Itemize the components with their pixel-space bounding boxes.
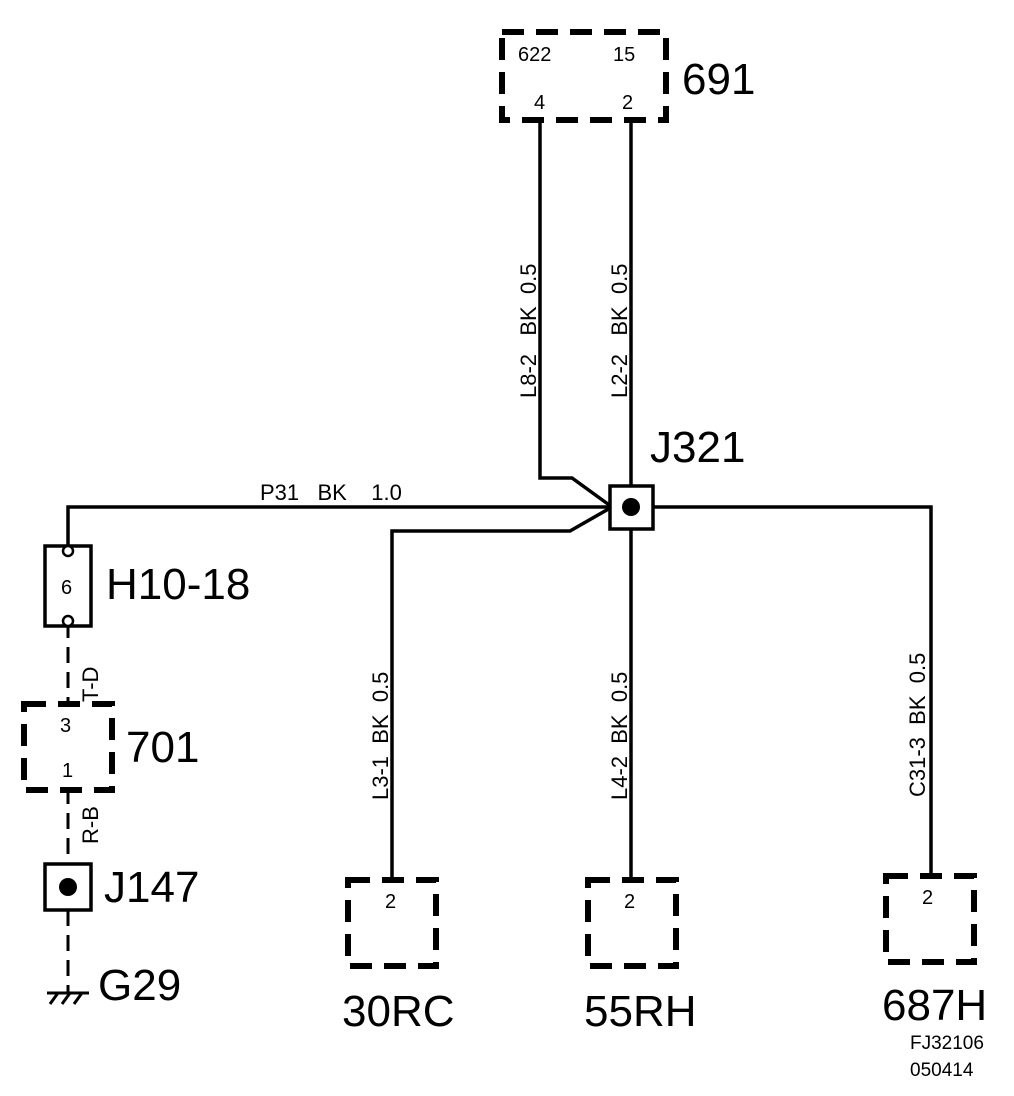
inline-connector-h10-18: 6 H10-18 bbox=[43, 544, 250, 628]
ground-icon bbox=[47, 991, 89, 1005]
connector-55rh-label: 55RH bbox=[584, 987, 697, 1036]
wire-label-l3-1: L3-1 BK 0.5 bbox=[368, 672, 393, 800]
figure-date: 050414 bbox=[910, 1060, 974, 1081]
connector-30rc: 2 30RC bbox=[342, 877, 455, 1036]
connector-55rh-pin-2: 2 bbox=[624, 891, 635, 913]
connector-701: 3 1 701 bbox=[21, 701, 199, 793]
connector-691-pin-2: 2 bbox=[622, 92, 633, 114]
wire-label-l4-2: L4-2 BK 0.5 bbox=[607, 672, 632, 800]
ground-g29: G29 bbox=[47, 961, 181, 1010]
splice-j147-label: J147 bbox=[104, 863, 199, 912]
splice-j147: J147 bbox=[43, 862, 199, 912]
connector-687h: 2 687H bbox=[882, 873, 987, 1030]
wire-l3-1 bbox=[390, 505, 613, 880]
wire-c31-3 bbox=[652, 505, 933, 876]
figure-code: FJ32106 bbox=[910, 1033, 984, 1054]
connector-691-pin-4: 4 bbox=[534, 92, 545, 114]
wire-label-c31-3: C31-3 BK 0.5 bbox=[905, 653, 930, 797]
connector-687h-label: 687H bbox=[882, 981, 987, 1030]
connector-691-label: 691 bbox=[682, 55, 755, 104]
connector-687h-pin-2: 2 bbox=[922, 887, 933, 909]
wire-p31 bbox=[66, 505, 612, 548]
connector-691: 622 15 4 2 691 bbox=[499, 29, 755, 123]
wire-label-p31: P31 BK 1.0 bbox=[260, 480, 402, 505]
wire-label-l8-2: L8-2 BK 0.5 bbox=[516, 263, 541, 398]
splice-j321-label: J321 bbox=[650, 423, 745, 472]
inline-h10-pin-6: 6 bbox=[61, 577, 72, 599]
connector-691-pin-15: 15 bbox=[613, 44, 635, 66]
wire-label-l2-2: L2-2 BK 0.5 bbox=[607, 263, 632, 398]
connector-30rc-label: 30RC bbox=[342, 987, 455, 1036]
connector-701-pin-3: 3 bbox=[60, 715, 71, 737]
connector-701-pin-1: 1 bbox=[62, 760, 73, 782]
wire-l8-2 bbox=[538, 120, 614, 509]
connector-30rc-pin-2: 2 bbox=[385, 891, 396, 913]
wire-label-r-b: R-B bbox=[78, 806, 103, 844]
connector-701-label: 701 bbox=[126, 723, 199, 772]
splice-j321: J321 bbox=[608, 423, 745, 531]
inline-h10-label: H10-18 bbox=[106, 560, 250, 609]
connector-691-pin-622: 622 bbox=[518, 44, 551, 66]
ground-g29-label: G29 bbox=[98, 961, 181, 1010]
connector-55rh: 2 55RH bbox=[584, 877, 697, 1036]
wire-label-t-d: T-D bbox=[78, 667, 103, 702]
